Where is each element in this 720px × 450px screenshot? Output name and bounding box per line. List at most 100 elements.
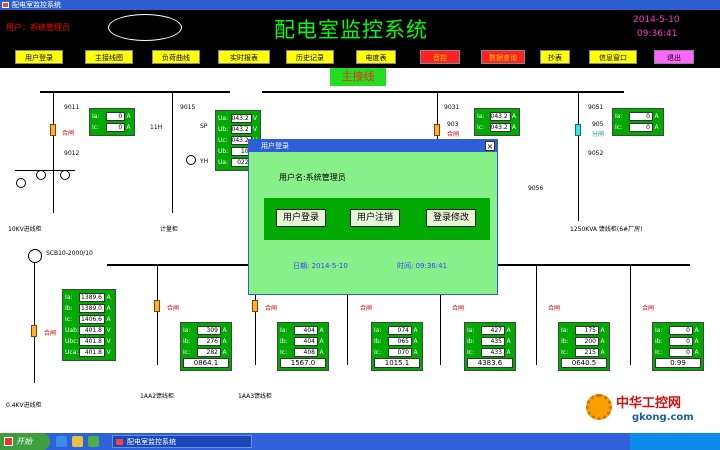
label-scb: SCB10-2000/10 xyxy=(46,250,93,257)
label-9012: 9012 xyxy=(64,150,80,157)
label-04kv-in: 0.4KV进线柜 xyxy=(6,402,42,409)
label-9056: 9056 xyxy=(528,185,544,192)
switch-lv-in[interactable] xyxy=(31,325,37,337)
app-icon xyxy=(2,2,9,8)
ct-symbol xyxy=(36,170,46,180)
dialog-date: 日期: 2014-5-10 xyxy=(293,262,348,270)
close-icon[interactable]: × xyxy=(485,141,495,151)
ie-icon[interactable] xyxy=(56,436,67,447)
meter-9015: Ua:043.2V Ub:043.2V Uc:043.2V Ub:10V Ua:… xyxy=(215,110,261,171)
label-feeder-2: 1AA3馈线柜 xyxy=(238,393,273,400)
current-user: 用户：系统管理员 xyxy=(6,23,70,32)
logout-button[interactable]: 用户注销 xyxy=(350,209,400,227)
nav-info-window-button[interactable]: 信息窗口 xyxy=(589,50,637,64)
switch-905[interactable] xyxy=(575,124,581,136)
logo-oval xyxy=(108,14,182,41)
nav-meter-button[interactable]: 电度表 xyxy=(356,50,396,64)
label-9011: 9011 xyxy=(64,104,80,111)
status-feeder-2: 合闸 xyxy=(265,305,278,312)
nav-sound-control-button[interactable]: 音控 xyxy=(420,50,460,64)
label-1250kva: 1250KVA 馈线柜(6#厂房) xyxy=(570,226,643,233)
nav-data-query-button[interactable]: 数据查询 xyxy=(481,50,525,64)
status-feeder-5: 合闸 xyxy=(548,305,561,312)
nav-bar: 用户登录 主接线图 负荷曲线 实时报表 历史记录 电度表 音控 数据查询 抄表 … xyxy=(0,46,720,68)
change-login-button[interactable]: 登录修改 xyxy=(426,209,476,227)
system-tray[interactable] xyxy=(630,433,720,450)
watermark-brand: 中华工控网 xyxy=(616,396,682,411)
status-903: 合闸 xyxy=(447,131,460,138)
nav-load-curve-button[interactable]: 负荷曲线 xyxy=(152,50,200,64)
dialog-time: 时间: 09:36:41 xyxy=(397,262,448,270)
label-11h: 11H xyxy=(150,124,163,131)
section-title: 主接线 xyxy=(330,68,386,86)
windows-flag-icon xyxy=(4,437,13,446)
status-feeder-3: 合闸 xyxy=(360,305,373,312)
watermark: 中华工控网 gkong.com xyxy=(584,388,720,434)
status-feeder-1: 合闸 xyxy=(167,305,180,312)
dialog-title-bar[interactable]: 用户登录 × xyxy=(249,140,497,152)
nav-exit-button[interactable]: 退出 xyxy=(654,50,694,64)
window-title: 配电室监控系统 xyxy=(12,1,61,9)
nav-history-button[interactable]: 历史记录 xyxy=(286,50,334,64)
switch-feeder-2[interactable] xyxy=(252,300,258,312)
login-dialog: 用户登录 × 用户名:系统管理员 用户登录 用户注销 登录修改 日期: 2014… xyxy=(248,139,498,295)
label-9015: 9015 xyxy=(180,104,196,111)
label-10kv-in: 10KV进线柜 xyxy=(8,226,42,233)
nav-wiring-diagram-button[interactable]: 主接线图 xyxy=(85,50,133,64)
status-lv-in: 合闸 xyxy=(44,330,57,337)
label-9031: 9031 xyxy=(444,104,460,111)
window-title-bar[interactable]: 配电室监控系统 xyxy=(0,0,720,10)
app-title: 配电室监控系统 xyxy=(274,18,428,42)
ct-symbol-2 xyxy=(60,170,70,180)
dialog-button-panel: 用户登录 用户注销 登录修改 xyxy=(264,198,490,240)
nav-user-login-button[interactable]: 用户登录 xyxy=(15,50,63,64)
label-905: 905 xyxy=(592,121,604,128)
header: 用户：系统管理员 配电室监控系统 2014-5-10 09:36:41 xyxy=(0,10,720,46)
switch-feeder-1[interactable] xyxy=(154,300,160,312)
folder-icon[interactable] xyxy=(72,436,83,447)
start-button[interactable]: 开始 xyxy=(0,433,50,450)
gear-logo-icon xyxy=(586,394,612,420)
status-905: 分闸 xyxy=(592,131,605,138)
media-icon[interactable] xyxy=(88,436,99,447)
status-feeder-4: 合闸 xyxy=(452,305,465,312)
hv-bus-left xyxy=(40,91,230,93)
start-label: 开始 xyxy=(16,437,32,446)
label-metering: 计量柜 xyxy=(160,226,179,233)
status-feeder-6: 合闸 xyxy=(642,305,655,312)
label-yh: YH xyxy=(200,158,209,165)
switch-901[interactable] xyxy=(50,124,56,136)
yh-symbol xyxy=(186,155,196,165)
taskbar-app-label: 配电室监控系统 xyxy=(127,438,176,446)
header-time: 09:36:41 xyxy=(637,29,678,39)
label-9052: 9052 xyxy=(588,150,604,157)
watermark-url: gkong.com xyxy=(632,412,694,423)
nav-meter-read-button[interactable]: 抄表 xyxy=(540,50,570,64)
status-901: 合闸 xyxy=(62,130,75,137)
pt-symbol xyxy=(16,178,26,188)
switch-903[interactable] xyxy=(434,124,440,136)
label-9051: 9051 xyxy=(588,104,604,111)
app-icon xyxy=(116,439,123,445)
label-sp: SP xyxy=(200,123,208,130)
dialog-title: 用户登录 xyxy=(261,142,289,150)
taskbar-app-button[interactable]: 配电室监控系统 xyxy=(112,435,252,448)
taskbar: 开始 配电室监控系统 xyxy=(0,433,720,450)
label-903: 903 xyxy=(447,121,459,128)
header-date: 2014-5-10 xyxy=(633,15,680,25)
nav-realtime-report-button[interactable]: 实时报表 xyxy=(218,50,270,64)
label-feeder-1: 1AA2馈线柜 xyxy=(140,393,175,400)
transformer-symbol xyxy=(28,249,42,263)
login-button[interactable]: 用户登录 xyxy=(276,209,326,227)
